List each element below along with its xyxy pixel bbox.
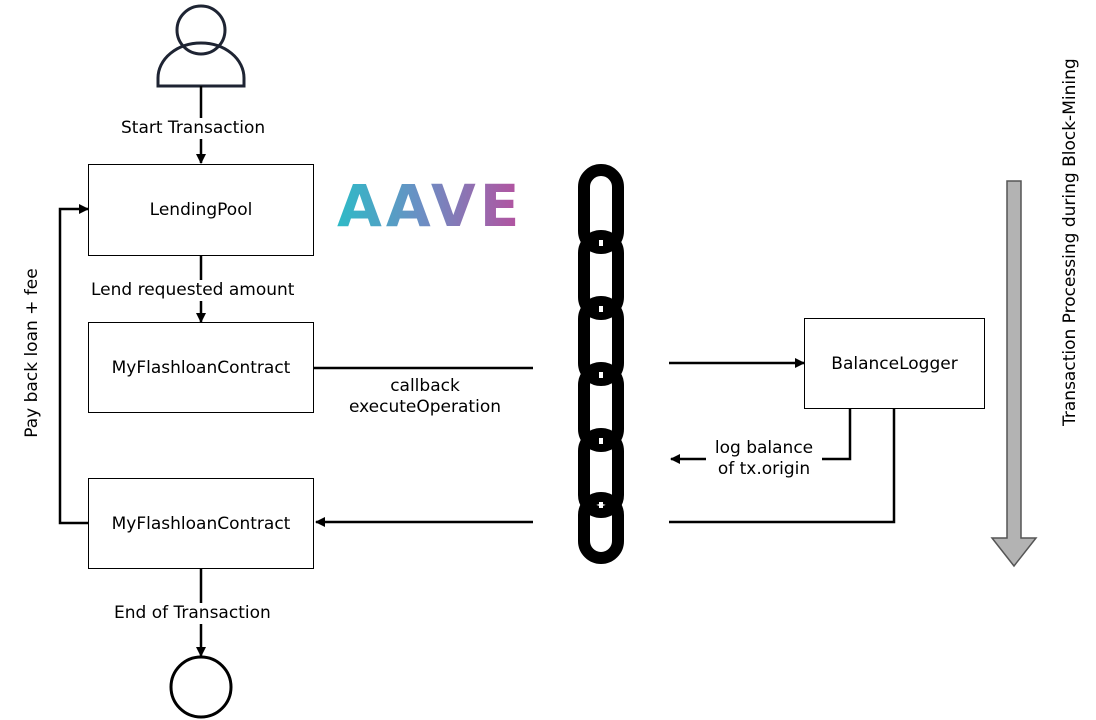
pay-back-label: Pay back loan + fee: [22, 263, 42, 443]
callback-label: callback executeOperation: [342, 376, 508, 418]
user-icon: [156, 4, 246, 88]
log-balance-label: log balance of tx.origin: [706, 438, 822, 480]
lend-requested-amount-label: Lend requested amount: [91, 280, 295, 301]
end-circle-icon: [169, 655, 233, 719]
logger-return-connector: [669, 408, 896, 524]
payback-connector: [58, 204, 89, 525]
balance-logger-box: BalanceLogger: [804, 318, 985, 409]
timeline-arrow: [990, 180, 1038, 568]
start-transaction-label: Start Transaction: [121, 118, 266, 139]
aave-logo: AAVE: [337, 172, 524, 240]
timeline-label: Transaction Processing during Block-Mini…: [1060, 58, 1080, 426]
end-of-transaction-label: End of Transaction: [114, 603, 271, 624]
lending-pool-box: LendingPool: [88, 164, 314, 256]
flashloan-contract-top-box: MyFlashloanContract: [88, 322, 314, 413]
chain-link-icon: [578, 164, 624, 564]
flashloan-contract-bottom-box: MyFlashloanContract: [88, 478, 314, 569]
